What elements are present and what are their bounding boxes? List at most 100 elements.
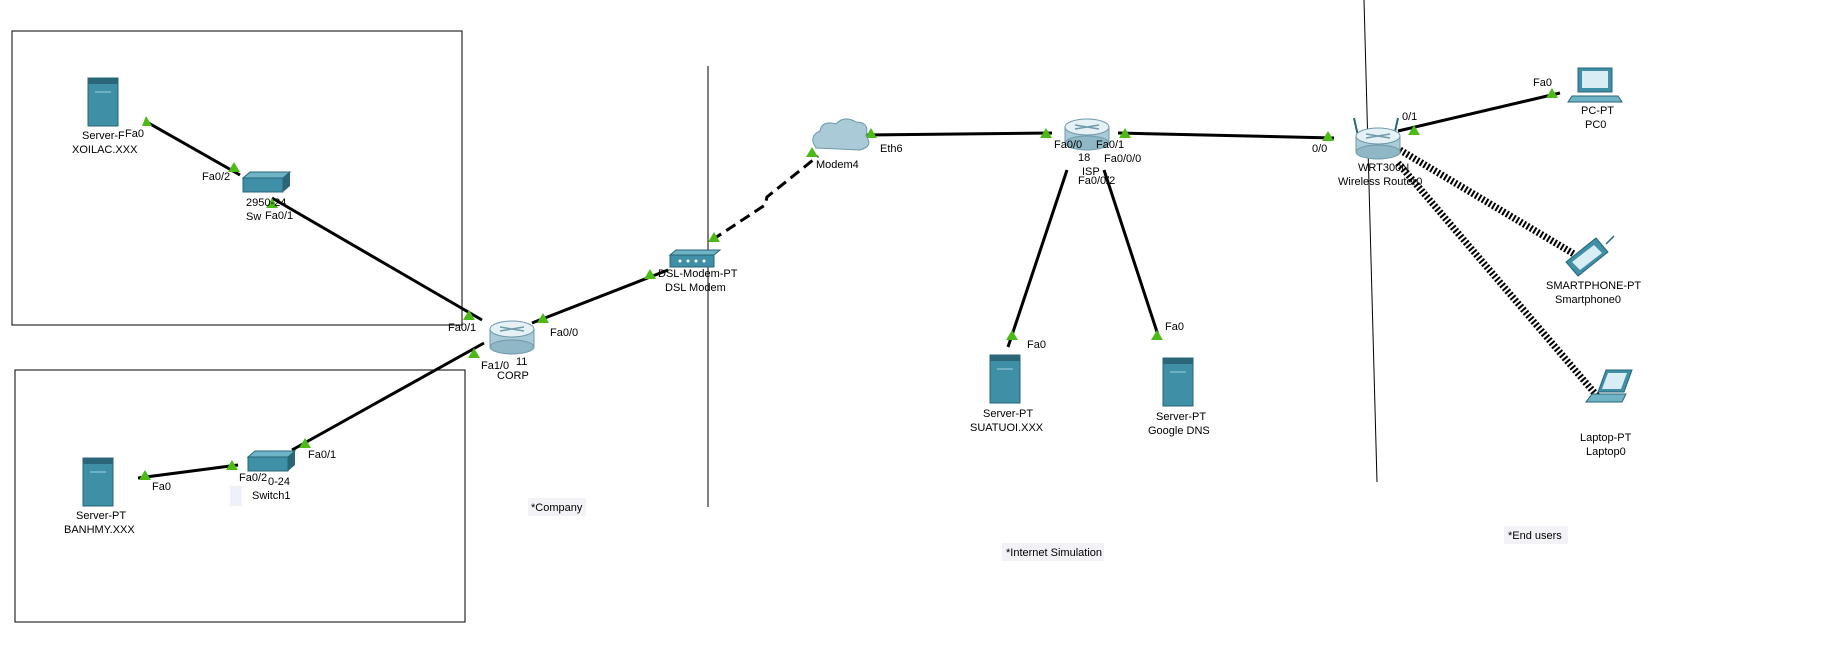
device-type-label: WRT300N bbox=[1358, 162, 1409, 174]
server-suatuoi[interactable]: Server-PT SUATUOI.XXX bbox=[970, 354, 1044, 434]
device-type-label: 2950-24 bbox=[246, 197, 286, 209]
router-icon bbox=[489, 320, 535, 355]
port-label: Eth6 bbox=[880, 143, 903, 155]
dsl-modem[interactable]: DSL-Modem-PT DSL Modem bbox=[658, 249, 738, 294]
device-type-label: Server-F bbox=[82, 130, 125, 142]
device-name-label: CORP bbox=[497, 370, 529, 382]
port-label: Fa0/0/0 bbox=[1104, 153, 1141, 165]
device-type-label: SMARTPHONE-PT bbox=[1546, 280, 1641, 292]
link-switch-corp[interactable] bbox=[271, 196, 483, 322]
link-isp-dns[interactable] bbox=[1102, 169, 1160, 336]
note-background bbox=[1002, 543, 1104, 561]
switch-top[interactable]: 2950-24 Sw bbox=[241, 171, 292, 223]
pc-icon bbox=[1567, 67, 1623, 103]
link-xoilac-switch[interactable] bbox=[144, 119, 241, 177]
device-name-label: Smartphone0 bbox=[1555, 294, 1621, 306]
smartphone-icon bbox=[1565, 235, 1615, 277]
port-label: Fa0/1 bbox=[308, 449, 336, 461]
label-highlight bbox=[230, 486, 242, 506]
router-isp[interactable]: 18 ISP bbox=[1064, 118, 1110, 178]
port-indicator bbox=[226, 460, 238, 470]
router-corp[interactable]: 11 CORP bbox=[489, 320, 535, 382]
link-dslmodem-cloud[interactable] bbox=[711, 154, 819, 242]
link-cloud-isp[interactable] bbox=[861, 131, 1053, 137]
device-type-label: 18 bbox=[1078, 152, 1090, 164]
server-banhmy[interactable]: Server-PT BANHMY.XXX bbox=[64, 457, 135, 536]
note-background bbox=[528, 498, 586, 516]
port-indicator bbox=[644, 269, 656, 279]
device-name-label: SUATUOI.XXX bbox=[970, 422, 1044, 434]
cloud-modem4[interactable]: Modem4 bbox=[812, 118, 870, 171]
server-xoilac[interactable]: Server-F XOILAC.XXX bbox=[72, 77, 138, 156]
port-indicator bbox=[1408, 125, 1420, 135]
device-name-label: PC0 bbox=[1585, 119, 1606, 131]
port-indicator bbox=[142, 116, 152, 126]
port-label: Fa0 bbox=[1533, 77, 1552, 89]
device-type-label: Server-PT bbox=[1156, 411, 1206, 423]
device-name-label: Wireless Router0 bbox=[1338, 176, 1422, 188]
port-label: Fa0/2 bbox=[239, 472, 267, 484]
port-label: Fa0 bbox=[1027, 339, 1046, 351]
company-zone-box-bottom bbox=[14, 369, 466, 623]
port-indicator bbox=[266, 198, 278, 208]
server-google-dns[interactable]: Server-PT Google DNS bbox=[1148, 357, 1210, 437]
wireless-link-smartphone[interactable] bbox=[1398, 146, 1576, 258]
cloud-icon bbox=[812, 118, 870, 151]
zone-divider-right bbox=[1363, 0, 1378, 483]
port-indicator bbox=[463, 310, 475, 320]
port-indicator bbox=[806, 147, 818, 157]
port-indicator bbox=[228, 162, 240, 172]
port-indicator bbox=[708, 232, 720, 242]
modem-icon bbox=[668, 249, 722, 268]
wireless-link-laptop[interactable] bbox=[1395, 160, 1601, 400]
link-wireless-pc[interactable] bbox=[1397, 91, 1561, 133]
switch-icon bbox=[241, 171, 292, 193]
zone-note-company[interactable]: *Company bbox=[528, 498, 586, 516]
port-label: Fa0/1 bbox=[1096, 139, 1124, 151]
port-label: Fa0/0 bbox=[1054, 139, 1082, 151]
port-label: Fa0/1 bbox=[265, 210, 293, 222]
port-indicator bbox=[299, 438, 311, 448]
note-text: *End users bbox=[1508, 530, 1562, 542]
port-indicator bbox=[1322, 131, 1334, 141]
device-name-label: DSL Modem bbox=[665, 282, 726, 294]
pc0[interactable]: PC-PT PC0 bbox=[1567, 67, 1623, 131]
port-label: Fa0/1 bbox=[448, 322, 476, 334]
port-label: Fa0 bbox=[125, 128, 144, 140]
device-name-label: ISP bbox=[1082, 166, 1100, 178]
note-background bbox=[1504, 526, 1568, 544]
port-label: Fa0/0/2 bbox=[1078, 175, 1115, 187]
port-indicator bbox=[1546, 88, 1558, 98]
note-text: *Company bbox=[531, 502, 583, 514]
zone-note-end-users[interactable]: *End users bbox=[1504, 526, 1568, 544]
port-indicator bbox=[1151, 330, 1163, 340]
link-banhmy-switch1[interactable] bbox=[137, 463, 239, 480]
company-zone-box-top bbox=[11, 30, 463, 326]
server-icon bbox=[82, 457, 114, 507]
link-isp-suatuoi[interactable] bbox=[1006, 169, 1069, 348]
port-indicator bbox=[468, 348, 480, 358]
port-label: 0/1 bbox=[1402, 111, 1417, 123]
port-indicator bbox=[139, 470, 151, 480]
device-type-label: 0-24 bbox=[268, 476, 290, 488]
port-indicator bbox=[1006, 330, 1018, 340]
device-name-label: Laptop0 bbox=[1586, 446, 1626, 458]
port-indicator bbox=[1119, 128, 1131, 138]
wireless-router-icon bbox=[1353, 117, 1401, 160]
device-type-label: Server-PT bbox=[983, 408, 1033, 420]
switch1[interactable]: 0-24 Switch1 bbox=[230, 450, 297, 506]
zone-note-internet[interactable]: *Internet Simulation bbox=[1002, 543, 1104, 561]
smartphone0[interactable]: SMARTPHONE-PT Smartphone0 bbox=[1546, 235, 1641, 306]
device-type-label: Server-PT bbox=[76, 510, 126, 522]
device-name-label: XOILAC.XXX bbox=[72, 144, 138, 156]
port-label: Fa0 bbox=[1165, 321, 1184, 333]
link-switch1-corp[interactable] bbox=[291, 341, 485, 452]
wireless-router[interactable]: WRT300N Wireless Router0 bbox=[1338, 117, 1422, 188]
server-icon bbox=[989, 354, 1021, 404]
laptop0[interactable]: Laptop-PT Laptop0 bbox=[1580, 369, 1633, 458]
device-type-label: Laptop-PT bbox=[1580, 432, 1632, 444]
port-labels: Fa0 Fa0/2 Fa0/1 Fa0/1 Fa0/0 Fa1/0 Fa0/1 … bbox=[125, 77, 1552, 493]
device-type-label: DSL-Modem-PT bbox=[658, 268, 738, 280]
link-isp-wireless[interactable] bbox=[1117, 131, 1335, 140]
